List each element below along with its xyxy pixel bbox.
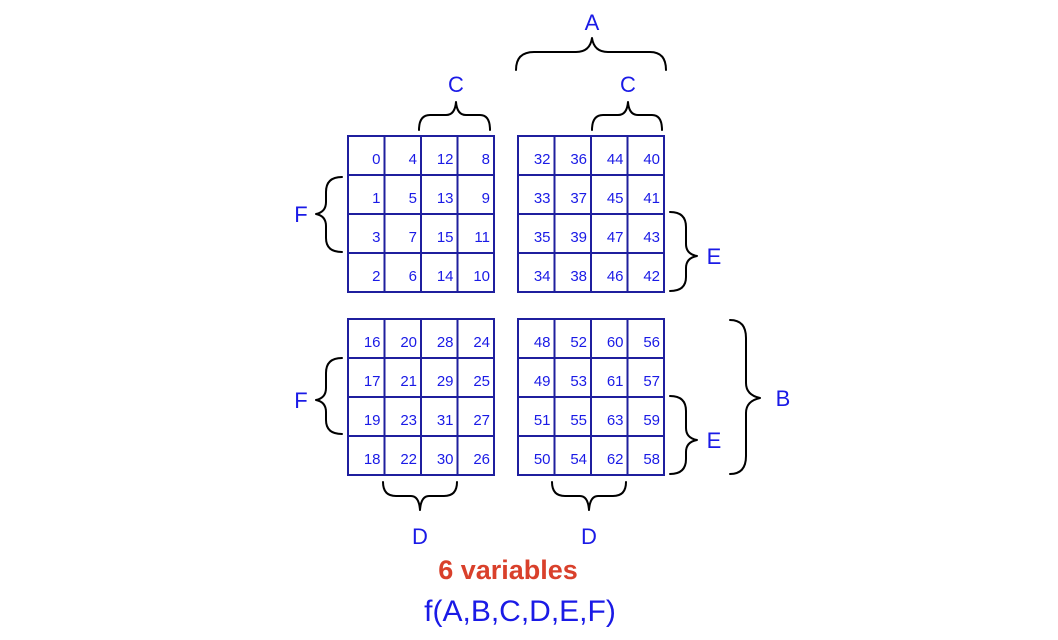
map-cell: 60 (607, 334, 624, 351)
brace-b (729, 319, 761, 475)
map-cell: 27 (473, 412, 490, 429)
map-bottom-left: 16 20 28 24 17 21 29 25 19 23 31 27 18 22 30 26 (347, 318, 495, 476)
map-cell: 0 (372, 151, 380, 168)
brace-e-top (669, 211, 698, 292)
map-cell: 58 (643, 451, 660, 468)
map-cell: 35 (534, 229, 551, 246)
map-cell: 24 (473, 334, 490, 351)
map-cell: 46 (607, 268, 624, 285)
map-cell: 40 (643, 151, 660, 168)
map-cell: 7 (409, 229, 417, 246)
label-f-bottom: F (294, 388, 307, 413)
map-cell: 10 (473, 268, 490, 285)
map-cell: 18 (364, 451, 381, 468)
map-cell: 28 (437, 334, 454, 351)
brace-f-top (315, 176, 343, 253)
map-cell: 3 (372, 229, 380, 246)
map-cell: 48 (534, 334, 551, 351)
brace-c-left (418, 101, 491, 131)
brace-c-right (591, 101, 663, 131)
map-cell: 14 (437, 268, 454, 285)
map-cell: 25 (473, 373, 490, 390)
label-b: B (776, 386, 791, 411)
map-cell: 53 (570, 373, 587, 390)
map-cell: 61 (607, 373, 624, 390)
map-cell: 39 (570, 229, 587, 246)
map-cell: 49 (534, 373, 551, 390)
label-d-right: D (581, 524, 597, 549)
map-cell: 29 (437, 373, 454, 390)
map-top-right: 32 36 44 40 33 37 45 41 35 39 47 43 34 38 46 42 (517, 135, 665, 293)
label-e-top: E (707, 244, 722, 269)
brace-d-right (551, 481, 627, 511)
map-cell: 13 (437, 190, 454, 207)
map-cell: 20 (400, 334, 417, 351)
caption-function: f(A,B,C,D,E,F) (424, 595, 616, 628)
label-c-right: C (620, 72, 636, 97)
map-cell: 31 (437, 412, 454, 429)
brace-a (515, 37, 667, 71)
map-cell: 1 (372, 190, 380, 207)
map-cell: 37 (570, 190, 587, 207)
map-cell: 34 (534, 268, 551, 285)
map-cell: 8 (482, 151, 490, 168)
map-cell: 54 (570, 451, 587, 468)
map-cell: 59 (643, 412, 660, 429)
map-cell: 38 (570, 268, 587, 285)
map-cell: 55 (570, 412, 587, 429)
map-cell: 11 (474, 229, 490, 246)
caption-title: 6 variables (438, 555, 578, 585)
map-cell: 17 (364, 373, 381, 390)
map-cell: 33 (534, 190, 551, 207)
map-cell: 12 (437, 151, 454, 168)
label-d-left: D (412, 524, 428, 549)
brace-e-bottom (669, 395, 698, 475)
map-cell: 19 (364, 412, 381, 429)
map-cell: 52 (570, 334, 587, 351)
map-cell: 21 (400, 373, 417, 390)
brace-d-left (382, 481, 458, 511)
map-cell: 16 (364, 334, 381, 351)
label-a: A (585, 10, 600, 35)
map-cell: 30 (437, 451, 454, 468)
map-cell: 9 (482, 190, 490, 207)
map-cell: 36 (570, 151, 587, 168)
map-cell: 4 (409, 151, 417, 168)
map-cell: 57 (643, 373, 660, 390)
map-cell: 51 (534, 412, 551, 429)
map-cell: 5 (409, 190, 417, 207)
brace-f-bottom (315, 357, 343, 435)
map-cell: 62 (607, 451, 624, 468)
map-cell: 22 (400, 451, 417, 468)
map-cell: 50 (534, 451, 551, 468)
map-bottom-right: 48 52 60 56 49 53 61 57 51 55 63 59 50 54 62 58 (517, 318, 665, 476)
map-cell: 56 (643, 334, 660, 351)
label-e-bottom: E (707, 428, 722, 453)
map-cell: 15 (437, 229, 454, 246)
map-cell: 43 (643, 229, 660, 246)
map-cell: 45 (607, 190, 624, 207)
map-cell: 6 (409, 268, 417, 285)
map-cell: 23 (400, 412, 417, 429)
map-cell: 41 (643, 190, 660, 207)
map-cell: 44 (607, 151, 624, 168)
map-cell: 47 (607, 229, 624, 246)
map-cell: 2 (372, 268, 380, 285)
map-cell: 63 (607, 412, 624, 429)
label-c-left: C (448, 72, 464, 97)
map-cell: 42 (643, 268, 660, 285)
map-cell: 32 (534, 151, 551, 168)
label-f-top: F (294, 202, 307, 227)
map-cell: 26 (473, 451, 490, 468)
